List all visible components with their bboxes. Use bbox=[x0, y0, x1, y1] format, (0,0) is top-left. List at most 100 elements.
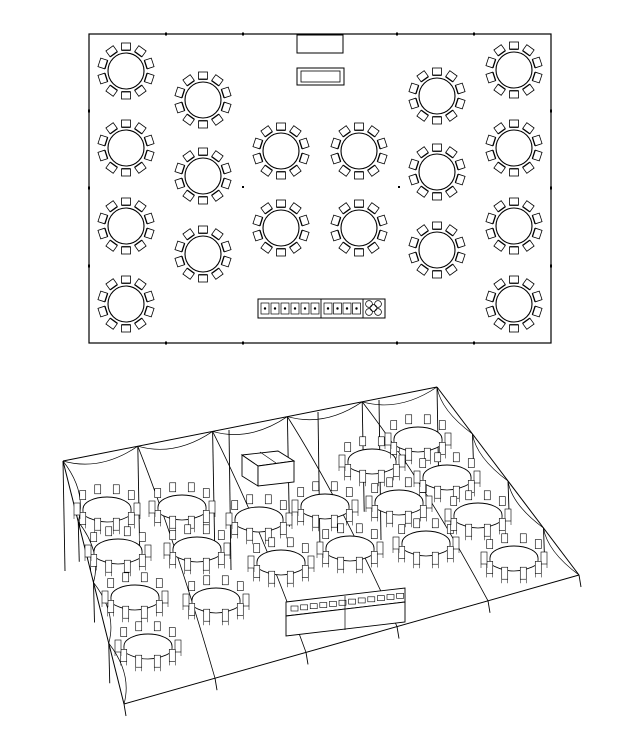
chair bbox=[112, 517, 120, 531]
chair bbox=[416, 70, 429, 83]
chair bbox=[534, 561, 542, 574]
chair bbox=[509, 119, 519, 128]
chafing-dish bbox=[319, 602, 328, 608]
chair bbox=[94, 517, 102, 531]
chair bbox=[354, 199, 364, 208]
chair bbox=[184, 557, 192, 571]
chair bbox=[432, 192, 442, 201]
chair bbox=[376, 137, 388, 150]
chair bbox=[301, 565, 309, 578]
chair bbox=[419, 505, 427, 518]
chair bbox=[408, 82, 420, 95]
chafing-dish bbox=[300, 604, 308, 611]
chair bbox=[268, 537, 276, 548]
chair bbox=[370, 551, 378, 564]
table-top bbox=[495, 285, 533, 323]
chair bbox=[246, 494, 254, 505]
chafing-dish bbox=[386, 594, 395, 600]
chair bbox=[211, 228, 224, 241]
chair bbox=[531, 56, 543, 69]
chair bbox=[355, 556, 363, 570]
chair bbox=[253, 543, 261, 553]
chair bbox=[445, 109, 458, 122]
chair bbox=[220, 255, 232, 268]
chair bbox=[450, 496, 458, 506]
chair bbox=[105, 239, 118, 252]
chair bbox=[531, 134, 543, 147]
chair bbox=[133, 502, 141, 516]
perspective-table bbox=[163, 524, 231, 575]
chair bbox=[144, 544, 152, 558]
chair bbox=[493, 44, 506, 57]
chair bbox=[163, 542, 171, 556]
chair bbox=[236, 581, 244, 591]
chair bbox=[155, 600, 163, 613]
chair bbox=[143, 305, 155, 318]
chair bbox=[493, 122, 506, 135]
chair bbox=[97, 72, 109, 85]
chair bbox=[483, 490, 491, 501]
chair bbox=[174, 639, 182, 653]
chair bbox=[392, 464, 400, 477]
chair bbox=[408, 236, 420, 249]
chair bbox=[351, 499, 359, 513]
chafing-dish bbox=[309, 603, 318, 610]
chair bbox=[276, 122, 286, 131]
chair bbox=[97, 305, 109, 318]
chair bbox=[182, 228, 195, 241]
chafing-dish bbox=[290, 605, 299, 612]
chair bbox=[454, 158, 466, 171]
chair bbox=[370, 529, 378, 539]
chair bbox=[434, 485, 442, 499]
round-table bbox=[485, 41, 543, 99]
chair bbox=[169, 530, 177, 540]
perspective-table bbox=[101, 572, 169, 623]
table-top bbox=[340, 209, 378, 247]
chair bbox=[169, 515, 177, 529]
chair bbox=[122, 572, 130, 583]
chair bbox=[365, 495, 373, 509]
chair bbox=[203, 608, 211, 622]
table-top bbox=[184, 235, 222, 273]
chair bbox=[169, 552, 177, 565]
chair bbox=[408, 158, 420, 171]
chair bbox=[486, 539, 494, 549]
chair bbox=[522, 83, 535, 96]
entrance bbox=[296, 34, 344, 54]
chair bbox=[121, 91, 131, 100]
chair bbox=[473, 470, 481, 484]
chair bbox=[97, 57, 109, 70]
chair bbox=[112, 484, 120, 495]
chair bbox=[188, 603, 196, 616]
chair bbox=[211, 267, 224, 280]
round-table bbox=[174, 225, 232, 283]
chair bbox=[105, 278, 118, 291]
chafing-dish bbox=[329, 601, 337, 607]
chair bbox=[405, 414, 413, 425]
chair bbox=[121, 42, 131, 51]
chair bbox=[367, 125, 380, 138]
chair bbox=[384, 432, 392, 446]
chair bbox=[444, 432, 452, 446]
chair bbox=[220, 240, 232, 253]
perspective-table bbox=[84, 526, 152, 577]
chair bbox=[425, 495, 433, 509]
chair bbox=[101, 590, 109, 604]
chair bbox=[289, 241, 302, 254]
tent-outline bbox=[88, 33, 552, 344]
chair bbox=[338, 125, 351, 138]
chair bbox=[359, 436, 367, 447]
chair bbox=[522, 239, 535, 252]
chair bbox=[211, 113, 224, 126]
chair bbox=[445, 70, 458, 83]
chair bbox=[134, 45, 147, 58]
table-top bbox=[107, 52, 145, 90]
chair bbox=[154, 510, 162, 523]
chair bbox=[198, 225, 208, 234]
chair bbox=[203, 575, 211, 586]
chair bbox=[182, 113, 195, 126]
chair bbox=[423, 447, 431, 461]
round-table bbox=[408, 67, 466, 125]
chair bbox=[135, 654, 143, 668]
chair bbox=[260, 241, 273, 254]
